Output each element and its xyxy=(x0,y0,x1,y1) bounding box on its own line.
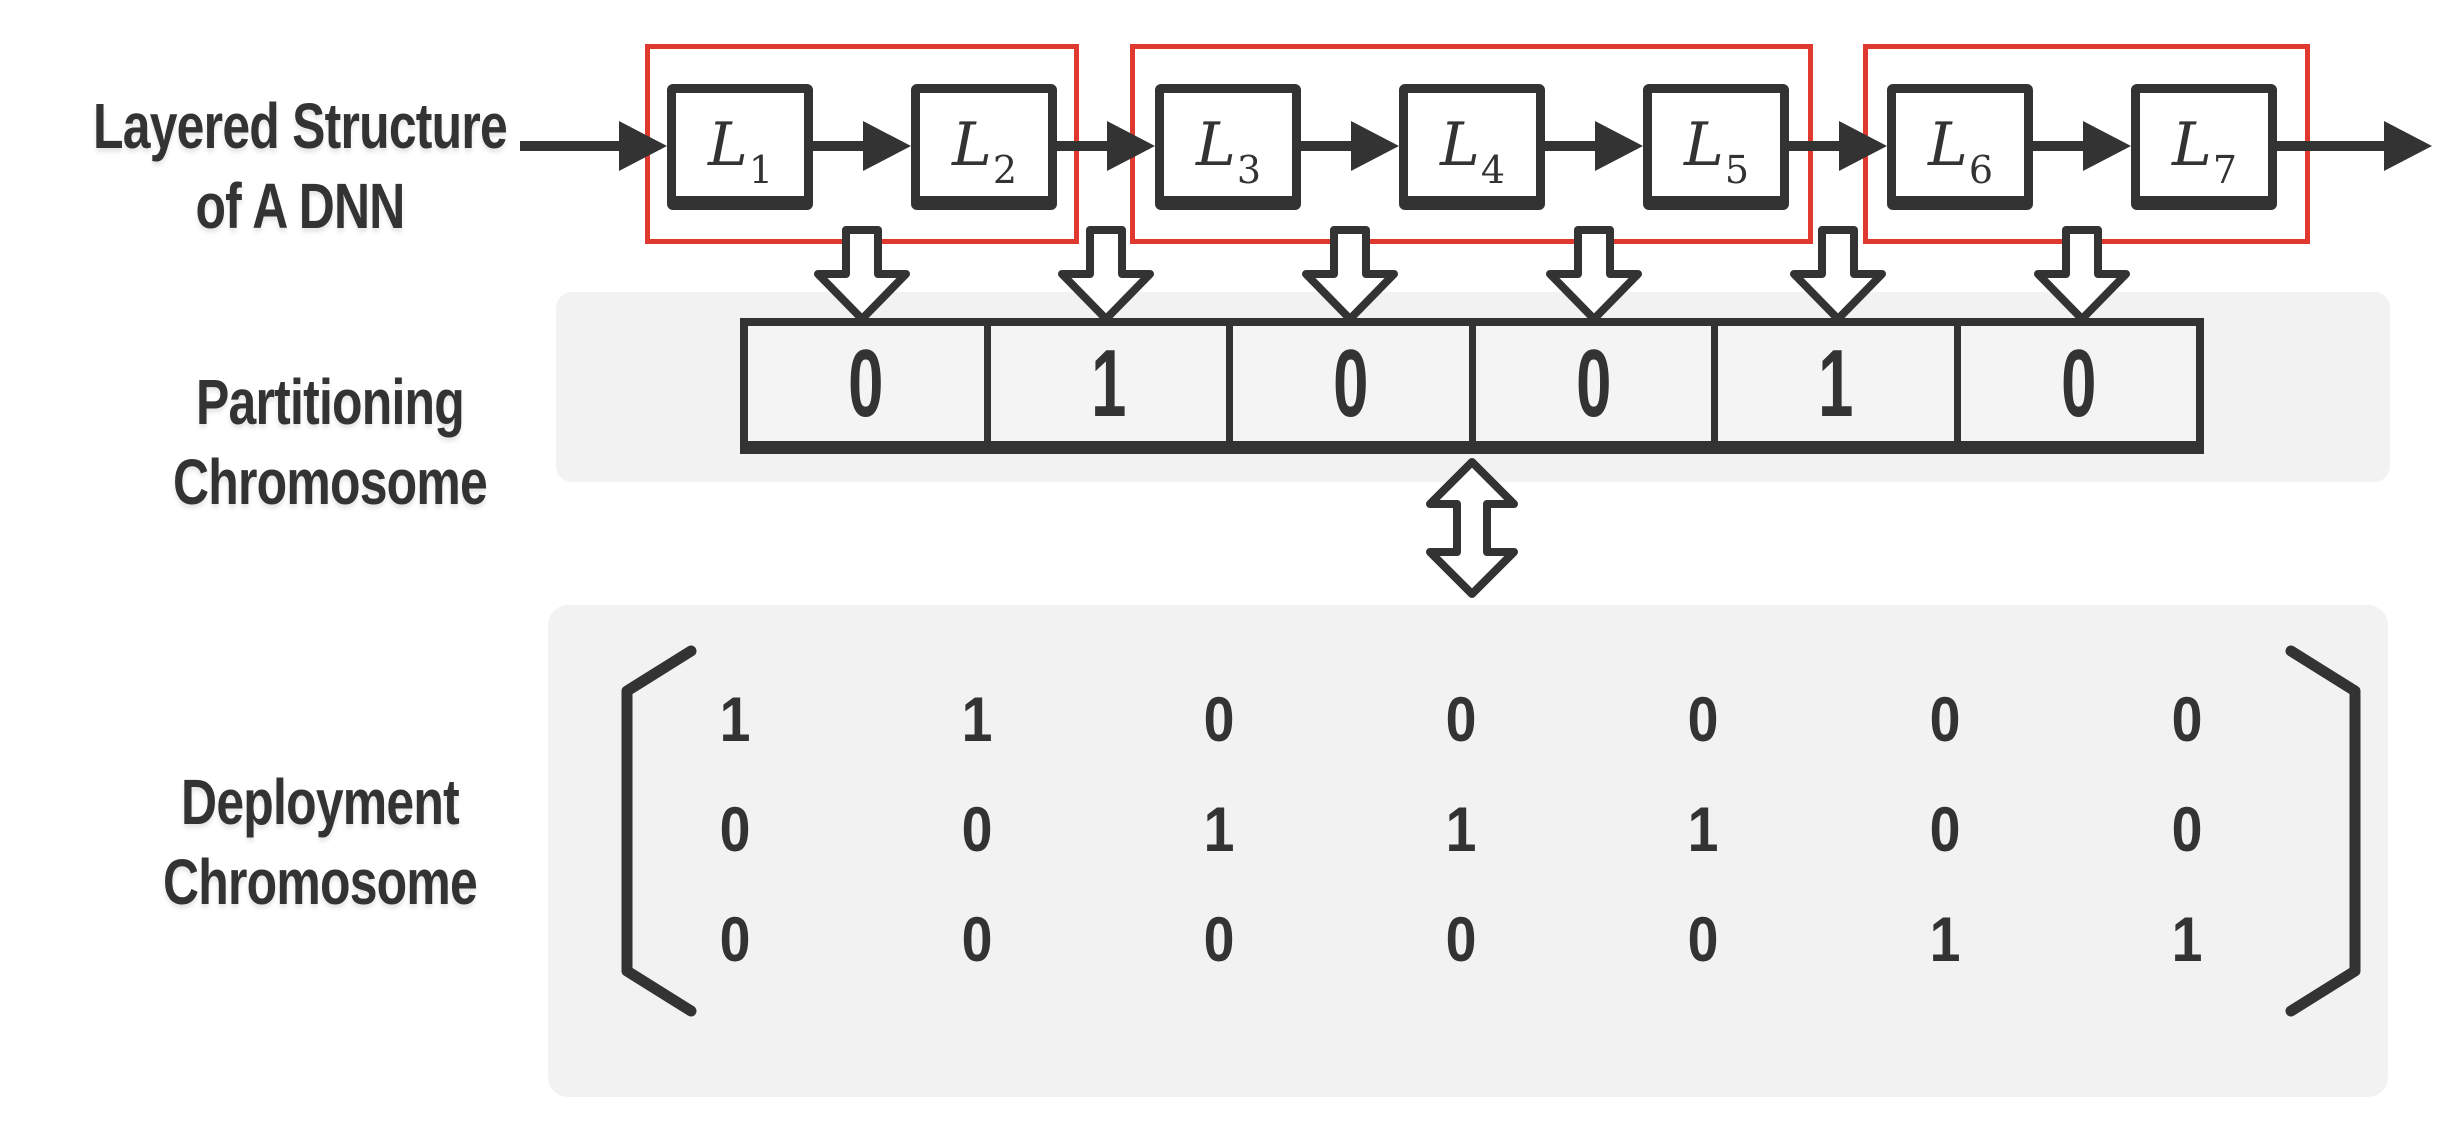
matrix-value: 1 xyxy=(2171,904,2203,975)
matrix-value: 0 xyxy=(1687,904,1719,975)
flow-arrow-icon xyxy=(2277,141,2384,151)
matrix-value: 0 xyxy=(961,794,993,865)
partition-cell-6: 0 xyxy=(1953,326,2197,441)
layer-box-2: L2 xyxy=(911,84,1057,210)
partitioning-chromosome-row: 0 1 0 0 1 0 xyxy=(740,318,2204,454)
partition-cell-3: 0 xyxy=(1226,326,1469,441)
layer-label: L6 xyxy=(1927,109,1994,192)
layer-box-4: L4 xyxy=(1399,84,1545,210)
matrix-value: 1 xyxy=(1929,904,1961,975)
layer-label: L4 xyxy=(1439,109,1506,192)
matrix-value: 1 xyxy=(1203,794,1235,865)
deployment-chromosome-label: Deployment Chromosome xyxy=(102,762,539,922)
updown-arrow-icon xyxy=(1426,458,1518,598)
matrix-value: 0 xyxy=(2171,684,2203,755)
matrix-value: 0 xyxy=(719,904,751,975)
matrix-value: 0 xyxy=(719,794,751,865)
flow-arrow-icon xyxy=(1301,141,1351,151)
flow-arrow-icon xyxy=(1789,141,1839,151)
down-arrow-icon xyxy=(1546,226,1642,323)
partition-cell-4: 0 xyxy=(1468,326,1712,441)
down-arrow-icon xyxy=(814,226,910,323)
matrix-value: 0 xyxy=(1203,904,1235,975)
layer-label: L2 xyxy=(951,109,1018,192)
down-arrow-icon xyxy=(1058,226,1154,323)
down-arrow-icon xyxy=(1790,226,1886,323)
matrix-value: 0 xyxy=(1445,904,1477,975)
matrix-value: 1 xyxy=(719,684,751,755)
deployment-label-line1: Deployment xyxy=(181,766,460,838)
matrix-value: 1 xyxy=(1687,794,1719,865)
flow-arrow-icon xyxy=(2033,141,2083,151)
layer-label: L3 xyxy=(1195,109,1262,192)
matrix-value: 0 xyxy=(961,904,993,975)
matrix-bracket-left-icon xyxy=(621,645,697,1017)
layer-label: L1 xyxy=(707,109,774,192)
layer-label: L7 xyxy=(2171,109,2238,192)
matrix-bracket-right-icon xyxy=(2285,645,2361,1017)
deployment-label-line2: Chromosome xyxy=(163,846,478,918)
layer-box-3: L3 xyxy=(1155,84,1301,210)
dnn-structure-label-line1: Layered Structure xyxy=(93,90,508,162)
layer-box-7: L7 xyxy=(2131,84,2277,210)
partition-cell-1: 0 xyxy=(848,329,884,437)
flow-arrow-icon xyxy=(520,141,619,151)
matrix-value: 0 xyxy=(1929,794,1961,865)
flow-arrow-icon xyxy=(1057,141,1107,151)
partitioning-label-line1: Partitioning xyxy=(196,366,465,438)
matrix-value: 1 xyxy=(961,684,993,755)
deployment-matrix: 1 1 0 0 0 0 0 0 0 1 1 1 0 0 0 0 0 0 0 1 … xyxy=(614,665,2308,995)
layer-label: L5 xyxy=(1683,109,1750,192)
layer-box-6: L6 xyxy=(1887,84,2033,210)
partitioning-chromosome-label: Partitioning Chromosome xyxy=(112,362,549,522)
down-arrow-icon xyxy=(2034,226,2130,323)
matrix-value: 0 xyxy=(2171,794,2203,865)
down-arrow-icon xyxy=(1302,226,1398,323)
partitioning-label-line2: Chromosome xyxy=(173,446,488,518)
deployment-panel xyxy=(548,605,2388,1097)
matrix-value: 0 xyxy=(1929,684,1961,755)
layer-box-1: L1 xyxy=(667,84,813,210)
matrix-value: 1 xyxy=(1445,794,1477,865)
flow-arrow-icon xyxy=(813,141,863,151)
matrix-value: 0 xyxy=(1203,684,1235,755)
partition-cell-2: 1 xyxy=(983,326,1227,441)
dnn-structure-label-line2: of A DNN xyxy=(195,170,405,242)
dnn-structure-label: Layered Structure of A DNN xyxy=(82,86,519,246)
matrix-value: 0 xyxy=(1445,684,1477,755)
matrix-value: 0 xyxy=(1687,684,1719,755)
partition-cell-5: 1 xyxy=(1711,326,1954,441)
layer-box-5: L5 xyxy=(1643,84,1789,210)
flow-arrow-icon xyxy=(1545,141,1595,151)
